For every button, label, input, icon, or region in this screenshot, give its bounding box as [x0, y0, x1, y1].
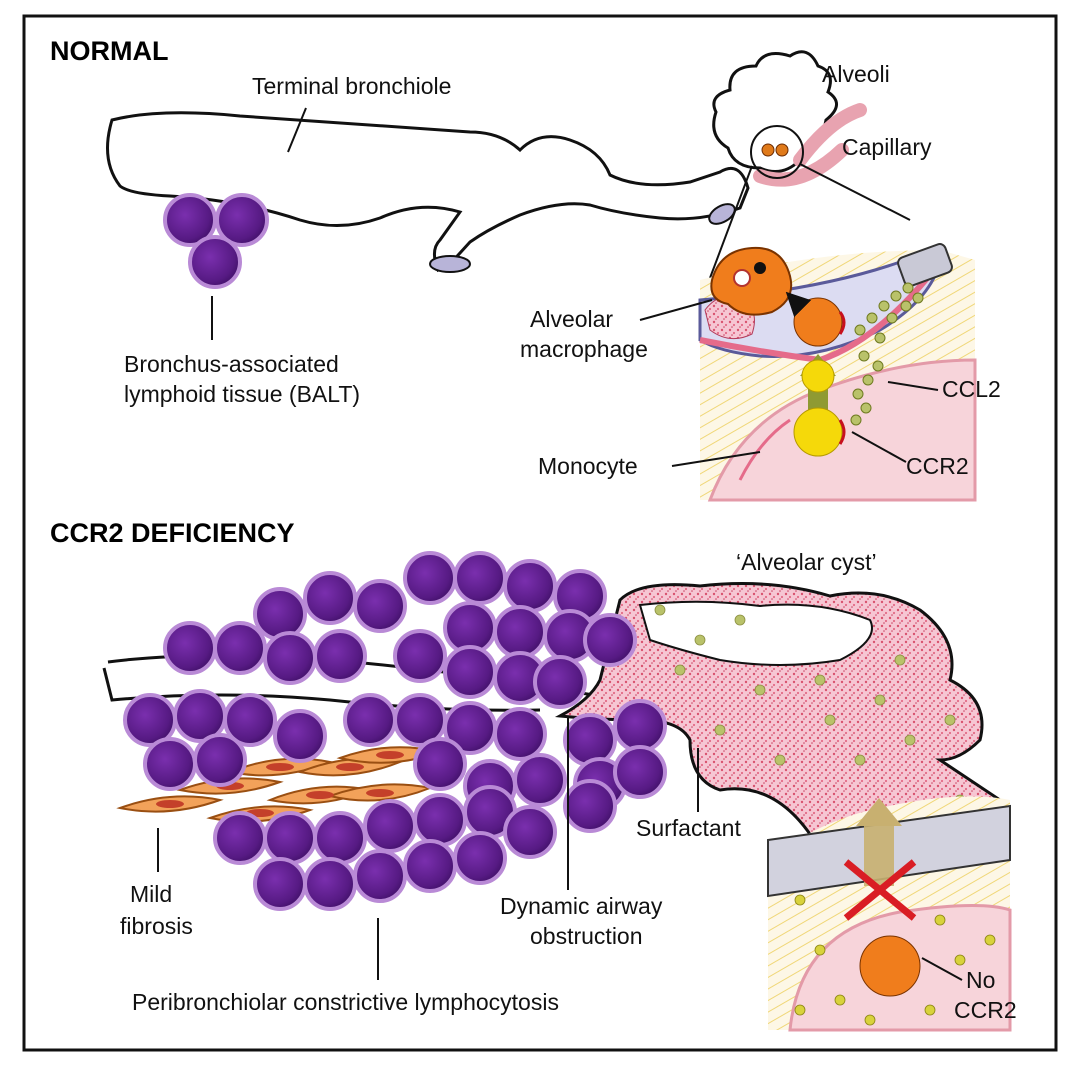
lymphocyte-cell [403, 839, 457, 893]
no-ccr2-label-line2: CCR2 [954, 997, 1017, 1023]
capillary-vessel-lower [753, 143, 849, 187]
terminal-bronchiole-shape [106, 111, 750, 273]
peribronchiolar-label: Peribronchiolar constrictive lymphocytos… [132, 989, 559, 1015]
lymphocyte-cell [303, 857, 357, 911]
lymphocyte-cell [613, 699, 667, 753]
lymphocyte-cell [533, 655, 587, 709]
bronchiole-opening-right [708, 203, 736, 225]
dynamic-airway-label-line1: Dynamic airway [500, 893, 663, 919]
lymphocyte-cell [363, 799, 417, 853]
lymphocyte-cluster [123, 551, 667, 911]
normal-title: NORMAL [50, 36, 168, 66]
lymphocyte-cell [493, 605, 547, 659]
macrophage-leader [639, 299, 713, 321]
lymphocyte-cell [193, 733, 247, 787]
lymphocyte-cell [453, 831, 507, 885]
lymphocyte-cell [403, 551, 457, 605]
fibroblast-nuclei [156, 751, 404, 817]
lymphocyte-cell [613, 745, 667, 799]
alveoli-label: Alveoli [822, 61, 890, 87]
lymphocyte-cell [253, 857, 307, 911]
lymphocyte-cell [503, 559, 557, 613]
lymphocyte-cell [583, 613, 637, 667]
lymphocyte-cell [413, 737, 467, 791]
alveolar-cyst [554, 582, 1002, 852]
alveolar-cyst-label: ‘Alveolar cyst’ [736, 549, 877, 575]
capillary-label: Capillary [842, 134, 932, 160]
capillary-vessel [793, 103, 867, 167]
alveolar-macrophage-label-line1: Alveolar [530, 306, 613, 332]
alveolar-macrophage-label-line2: macrophage [520, 336, 648, 362]
lymphocyte-cell [263, 631, 317, 685]
ccl2-leader [887, 381, 939, 391]
dynamic-airway-label-line2: obstruction [530, 923, 643, 949]
balt-label-line1: Bronchus-associated [124, 351, 339, 377]
lymphocyte-cell [223, 693, 277, 747]
lymphocyte-cell [353, 579, 407, 633]
lymphocyte-cell [313, 629, 367, 683]
lymphocyte-cell [263, 811, 317, 865]
surfactant-label: Surfactant [636, 815, 741, 841]
lymphocyte-cell [563, 713, 617, 767]
ccr2-label: CCR2 [906, 453, 969, 479]
ccl2-label: CCL2 [942, 376, 1001, 402]
lymphocyte-cell [443, 645, 497, 699]
lymphocyte-cell [353, 849, 407, 903]
mild-fibrosis-label-line2: fibrosis [120, 913, 193, 939]
lymphocyte-cell [313, 811, 367, 865]
lymphocyte-cell [343, 693, 397, 747]
lymphocyte-cell [163, 621, 217, 675]
mild-fibrosis-label-line1: Mild [130, 881, 172, 907]
lymphocyte-cell [143, 737, 197, 791]
alveoli-cluster [712, 50, 838, 174]
surfactant-dots [654, 604, 966, 806]
normal-zoom-panel [698, 243, 977, 502]
terminal-bronchiole-label: Terminal bronchiole [252, 73, 451, 99]
deficiency-zoom-panel [767, 796, 1012, 1032]
lymphocyte-cell [213, 621, 267, 675]
balt-label-line2: lymphoid tissue (BALT) [124, 381, 360, 407]
lymphocyte-cell [303, 571, 357, 625]
bronchiole-opening-left [429, 255, 471, 273]
ccr2-leader [851, 431, 907, 463]
lymphocyte-cell [563, 779, 617, 833]
zoom-circle [750, 125, 804, 179]
lymphocyte-cell [213, 811, 267, 865]
monocyte-label: Monocyte [538, 453, 638, 479]
no-ccr2-label-line1: No [966, 967, 995, 993]
balt-cluster [163, 193, 269, 289]
monocyte-leader [671, 451, 761, 467]
lymphocyte-cell [513, 753, 567, 807]
terminal-bronchiole-leader [287, 107, 307, 153]
lymphocyte-cell [503, 805, 557, 859]
lymphocyte-cell [273, 709, 327, 763]
lymphocyte-cell [453, 551, 507, 605]
no-ccr2-leader [921, 957, 963, 981]
lymphocyte-cell [393, 629, 447, 683]
lymphocyte-cell [493, 707, 547, 761]
lymphocyte-cell [253, 587, 307, 641]
deficiency-title: CCR2 DEFICIENCY [50, 518, 295, 548]
lymphocyte-cell [413, 793, 467, 847]
